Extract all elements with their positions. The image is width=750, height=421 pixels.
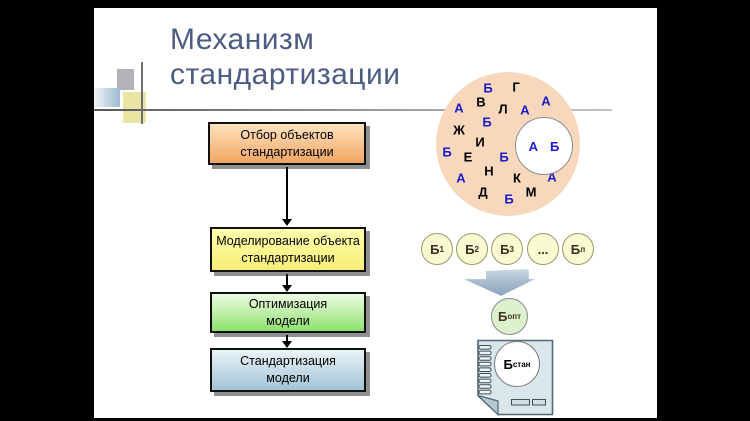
arrow-down-icon bbox=[282, 219, 292, 226]
scatter-letter: Л bbox=[498, 101, 508, 117]
scatter-letter: Е bbox=[463, 149, 473, 165]
circle-sub: 1 bbox=[439, 244, 444, 254]
opt-base: Б bbox=[498, 309, 508, 324]
scatter-letter: М bbox=[525, 184, 537, 200]
deco-blue-square bbox=[94, 88, 120, 107]
deco-horizontal-line bbox=[94, 109, 612, 111]
scatter-letter: Н bbox=[484, 163, 494, 179]
stan-sub: стан bbox=[512, 359, 531, 369]
scatter-letter: Г bbox=[512, 79, 520, 95]
scatter-letter: А bbox=[456, 170, 466, 186]
letterbox-left bbox=[0, 0, 94, 421]
scatter-letter: А bbox=[520, 102, 530, 118]
circle-base: Б bbox=[570, 241, 581, 257]
subset-letter-a: А bbox=[528, 138, 539, 154]
scatter-letter: Б bbox=[504, 191, 514, 207]
circle-sub: 3 bbox=[509, 244, 514, 254]
circle-sub: 2 bbox=[474, 244, 479, 254]
deco-gray-square bbox=[117, 69, 134, 90]
scatter-letter: Ж bbox=[453, 122, 465, 138]
connector-line-3 bbox=[286, 335, 288, 342]
scatter-letter: Б bbox=[482, 114, 492, 130]
slide-title-line1: Механизм bbox=[170, 23, 315, 56]
flow-box-optimization: Оптимизация модели bbox=[210, 292, 366, 333]
flow-box-selection: Отбор объектов стандартизации bbox=[208, 122, 366, 165]
letterbox-bottom bbox=[0, 418, 750, 421]
flow-box-modeling: Моделирование объекта стандартизации bbox=[210, 227, 366, 272]
circle-base: ... bbox=[537, 241, 549, 257]
scatter-letter: И bbox=[475, 134, 485, 150]
scatter-letter: А bbox=[454, 100, 464, 116]
scatter-letter: Б bbox=[483, 80, 493, 96]
deco-vertical-line bbox=[141, 62, 143, 124]
slide-title-line2: стандартизации bbox=[170, 58, 401, 91]
letterbox-right bbox=[657, 0, 750, 421]
scatter-letter: Б bbox=[442, 144, 452, 160]
connector-line-2 bbox=[286, 274, 288, 285]
slide-title: Механизм стандартизации bbox=[170, 22, 401, 92]
subset-letter-b: Б bbox=[550, 138, 560, 154]
spiral-binding-icon bbox=[478, 345, 492, 395]
letterbox-top bbox=[0, 0, 750, 8]
model-circle-dots: ... bbox=[527, 233, 559, 265]
scatter-letter: Б bbox=[499, 149, 509, 165]
stan-base: Б bbox=[503, 356, 513, 372]
connector-line-1 bbox=[286, 167, 288, 219]
scatter-letter: К bbox=[513, 170, 521, 186]
arrow-down-icon bbox=[282, 285, 292, 292]
circle-base: Б bbox=[500, 241, 510, 257]
flow-box-standardization: Стандартизация модели bbox=[210, 348, 366, 392]
opt-sub: опт bbox=[507, 312, 521, 321]
document-lines-icon bbox=[511, 399, 546, 406]
circle-base: Б bbox=[430, 241, 440, 257]
big-down-arrow-icon bbox=[464, 269, 535, 296]
circle-sub: л bbox=[580, 244, 586, 254]
arrow-down-icon bbox=[282, 341, 292, 348]
selected-subset-circle: А Б bbox=[515, 117, 573, 175]
scatter-letter: А bbox=[541, 93, 551, 109]
circle-base: Б bbox=[465, 241, 475, 257]
deco-yellow-square bbox=[123, 92, 146, 123]
scatter-letter: В bbox=[476, 94, 486, 110]
scatter-letter: А bbox=[547, 169, 557, 185]
scatter-letter: Д bbox=[478, 184, 488, 200]
